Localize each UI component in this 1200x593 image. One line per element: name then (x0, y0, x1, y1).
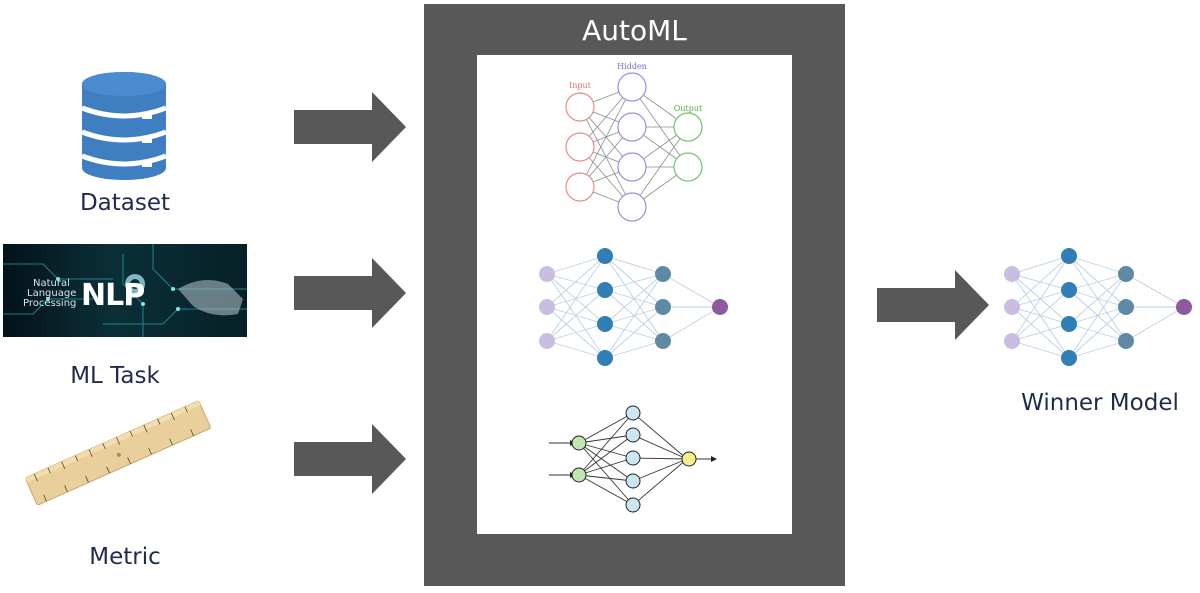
database-icon (81, 72, 167, 180)
nlp-image: Natural Language Processing NLP (3, 244, 247, 337)
nlp-line-2: Language (27, 288, 77, 299)
dataset-label: Dataset (79, 190, 171, 216)
arrow-ml-task (294, 258, 406, 328)
circuit-pattern (3, 244, 247, 337)
network-diagram-1: Input Hidden Output (565, 62, 703, 222)
network-diagram-3 (549, 405, 717, 513)
nlp-big-text: NLP (81, 278, 145, 313)
input-layer-label: Input (569, 81, 592, 90)
model-candidates-panel: Input Hidden Output (477, 55, 792, 534)
nlp-line-1: Natural (33, 278, 70, 289)
arrow-output (877, 270, 989, 340)
ml-task-label: ML Task (70, 363, 160, 389)
hidden-layer-label: Hidden (617, 62, 647, 71)
network-diagram-2 (539, 248, 728, 366)
arrow-dataset (294, 92, 406, 162)
output-layer-label: Output (674, 104, 703, 113)
ruler-image (25, 400, 211, 506)
nlp-line-3: Processing (23, 298, 77, 309)
metric-label: Metric (89, 544, 161, 570)
arrow-metric (294, 424, 406, 494)
winner-network-diagram (1004, 248, 1192, 366)
automl-title: AutoML (582, 14, 687, 47)
automl-box: AutoML (424, 4, 845, 586)
winner-model-label: Winner Model (1021, 390, 1179, 416)
